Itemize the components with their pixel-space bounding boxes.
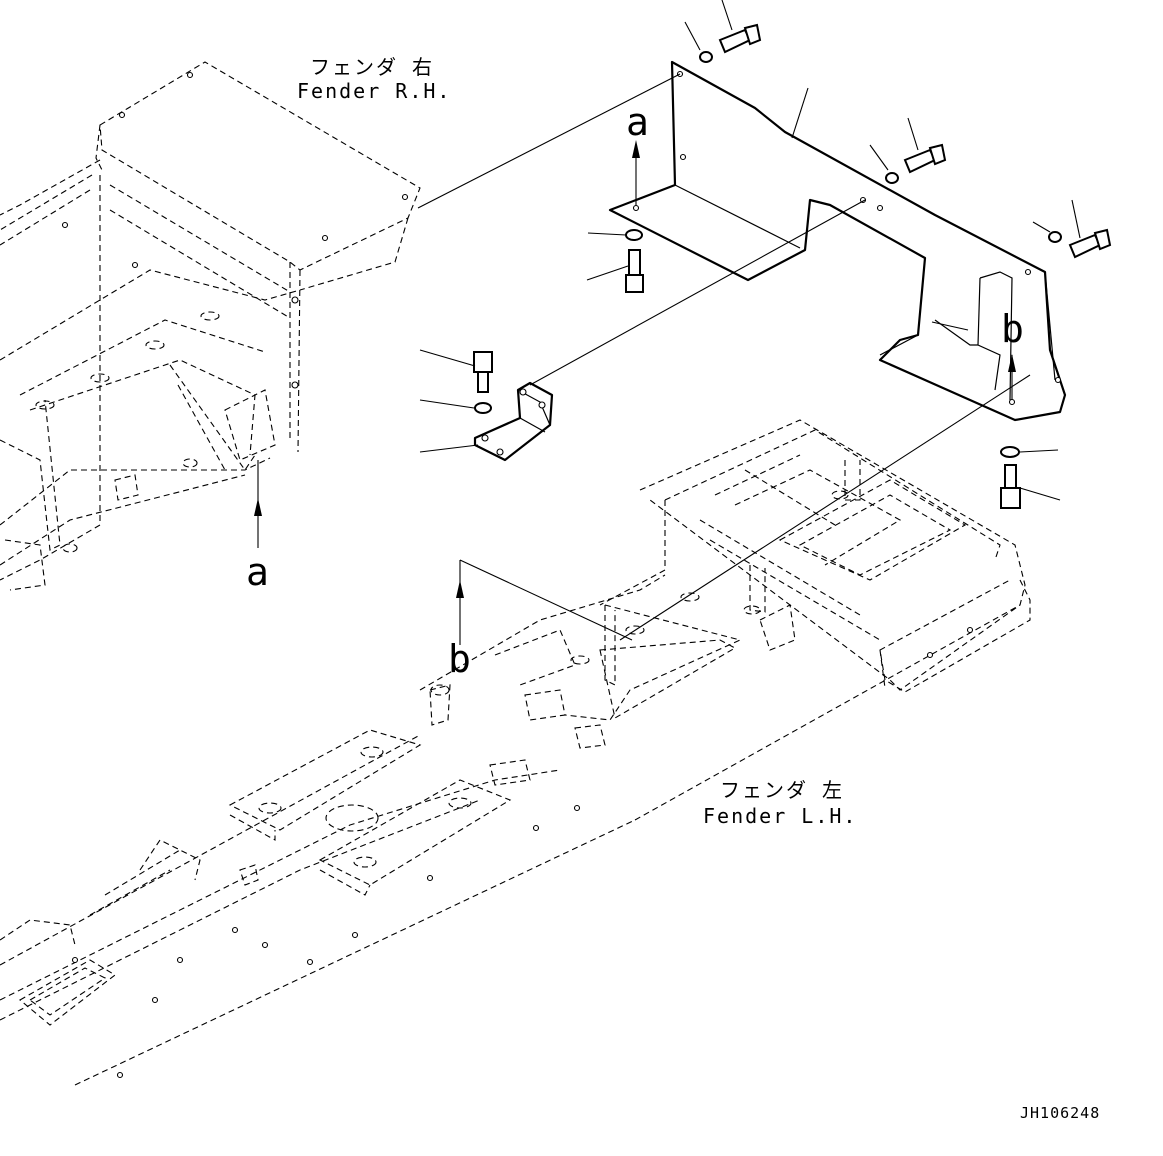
washer-mid xyxy=(885,172,899,184)
washer-bottom-right xyxy=(1000,446,1020,458)
fender-rh-label-en: Fender R.H. xyxy=(297,79,451,103)
ref-mark-b-left: b xyxy=(448,637,471,681)
fender-rh-label-jp: フェンダ 右 xyxy=(310,55,434,79)
hardware xyxy=(473,23,1112,509)
washer-small-bracket xyxy=(474,402,492,414)
bolt-bottom-right xyxy=(1004,464,1017,489)
bolt-left-bracket xyxy=(628,249,641,276)
ref-mark-a-bottom: a xyxy=(246,550,269,594)
bolt-mid xyxy=(903,148,937,174)
bolt-top xyxy=(718,28,752,54)
fender-lh-outline xyxy=(0,419,1031,1086)
fender-lh-label-en: Fender L.H. xyxy=(703,804,857,828)
washer-top xyxy=(699,51,713,63)
bolt-right xyxy=(1068,233,1102,259)
small-l-bracket xyxy=(473,381,554,462)
washer-right xyxy=(1048,231,1062,243)
fender-lh-label-jp: フェンダ 左 xyxy=(720,778,844,802)
ref-mark-a-top: a xyxy=(626,100,649,144)
leader-lines xyxy=(417,0,1081,641)
washer-left-bracket xyxy=(625,229,643,241)
drawing-id: JH106248 xyxy=(1020,1104,1100,1122)
bolt-small-bracket xyxy=(473,351,493,373)
reference-arrows xyxy=(254,140,1016,645)
ref-mark-b-right: b xyxy=(1001,307,1024,351)
fender-rh-outline xyxy=(0,61,421,591)
fender-bracket xyxy=(608,60,1067,422)
